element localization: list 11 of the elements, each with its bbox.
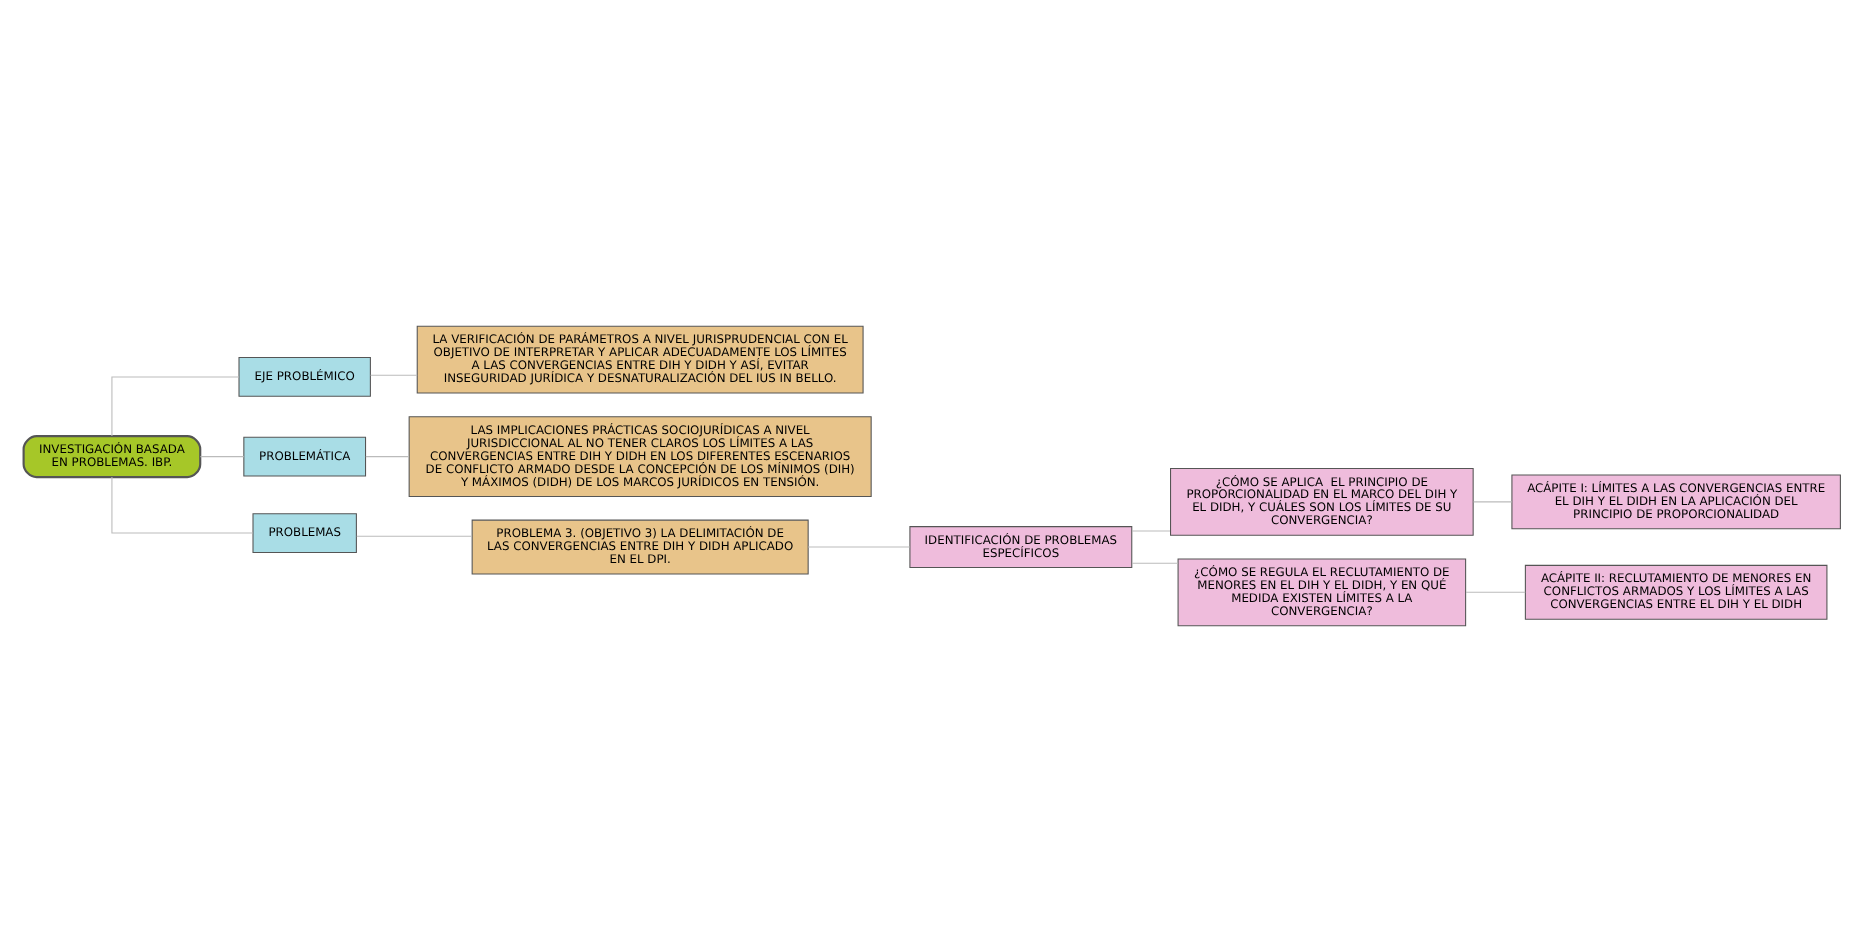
connector xyxy=(1465,590,1526,592)
connector xyxy=(199,455,245,457)
connector xyxy=(1131,561,1179,563)
connector xyxy=(1473,500,1513,502)
connector xyxy=(111,375,240,436)
connector xyxy=(807,545,911,547)
connector xyxy=(370,373,418,375)
connector xyxy=(111,475,254,533)
connector xyxy=(356,534,473,536)
connector xyxy=(365,455,410,457)
connector xyxy=(1131,529,1171,531)
